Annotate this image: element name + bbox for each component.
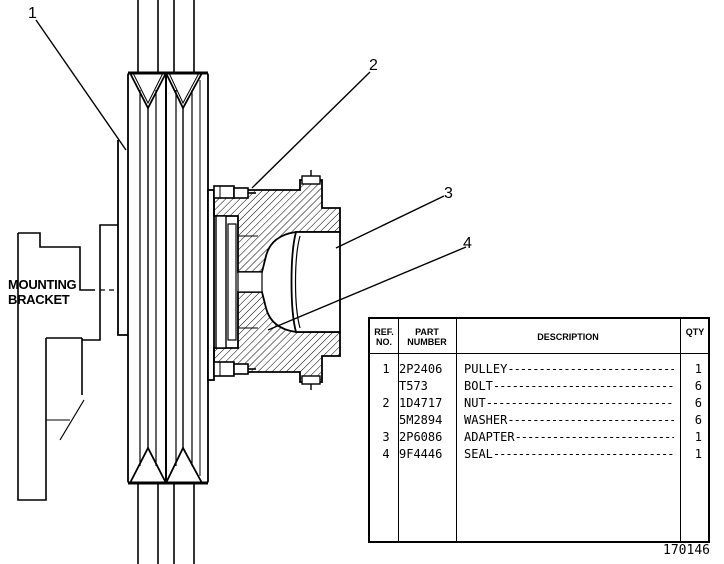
row-description: ADAPTER---------------------------------… — [464, 430, 674, 444]
table-row: 4 9F4446 SEAL---------------------------… — [370, 446, 708, 463]
row-part-number: 2P2406 — [399, 362, 443, 376]
table-row: 1 2P2406 PULLEY-------------------------… — [370, 361, 708, 378]
row-description-text: SEAL — [464, 447, 493, 461]
row-qty: 1 — [694, 447, 702, 461]
header-ref-line2: NO. — [375, 337, 392, 347]
row-description: WASHER----------------------------------… — [464, 413, 674, 427]
header-ref-line1: REF. — [374, 327, 394, 337]
row-qty: 1 — [694, 362, 702, 376]
header-divider — [370, 353, 708, 354]
mounting-bracket — [17, 224, 118, 501]
column-divider — [680, 319, 681, 541]
header-part-line1: PART — [415, 327, 439, 337]
row-ref: 3 — [382, 430, 390, 444]
figure-number: 170146 — [663, 543, 710, 558]
row-description-text: BOLT — [464, 379, 493, 393]
header-part-number: PART NUMBER — [398, 327, 456, 347]
header-qty: QTY — [685, 327, 705, 337]
row-description: BOLT------------------------------------… — [464, 379, 674, 393]
header-description: DESCRIPTION — [537, 332, 599, 342]
column-divider — [398, 319, 399, 541]
row-part-number: 1D4717 — [399, 396, 443, 410]
callout-2: 2 — [369, 57, 378, 74]
table-row: 3 2P6086 ADAPTER------------------------… — [370, 429, 708, 446]
parts-list-table: REF. NO. PART NUMBER DESCRIPTION QTY 1 2… — [368, 317, 710, 543]
row-part-number: 9F4446 — [399, 447, 443, 461]
header-part-line2: NUMBER — [407, 337, 447, 347]
row-description: PULLEY----------------------------------… — [464, 362, 674, 376]
row-ref: 2 — [382, 396, 390, 410]
mounting-bracket-label-line1: MOUNTING — [8, 277, 77, 292]
bolts-and-nuts — [213, 185, 256, 377]
row-part-number: 2P6086 — [399, 430, 443, 444]
row-description-text: WASHER — [464, 413, 508, 427]
mounting-bracket-label-line2: BRACKET — [8, 292, 70, 307]
row-qty: 6 — [694, 379, 702, 393]
callout-4: 4 — [463, 235, 472, 252]
row-ref: 4 — [382, 447, 390, 461]
row-part-number: 5M2894 — [399, 413, 443, 427]
row-qty: 6 — [694, 396, 702, 410]
row-part-number: T573 — [399, 379, 428, 393]
callout-1: 1 — [28, 5, 37, 22]
adapter — [213, 170, 341, 390]
row-description: SEAL------------------------------------… — [464, 447, 674, 461]
table-row: 5M2894 WASHER---------------------------… — [370, 412, 708, 429]
row-qty: 6 — [694, 413, 702, 427]
row-description-text: ADAPTER — [464, 430, 515, 444]
column-divider — [456, 319, 457, 541]
pulley — [117, 71, 215, 485]
row-qty: 1 — [694, 430, 702, 444]
table-row: 2 1D4717 NUT----------------------------… — [370, 395, 708, 412]
header-ref-no: REF. NO. — [370, 327, 398, 347]
row-ref: 1 — [382, 362, 390, 376]
row-description: NUT------------------------------------- — [464, 396, 674, 410]
row-description-text: NUT — [464, 396, 486, 410]
row-description-text: PULLEY — [464, 362, 508, 376]
table-row: T573 BOLT-------------------------------… — [370, 378, 708, 395]
callout-3: 3 — [444, 185, 453, 202]
leader-lines — [35, 19, 467, 331]
